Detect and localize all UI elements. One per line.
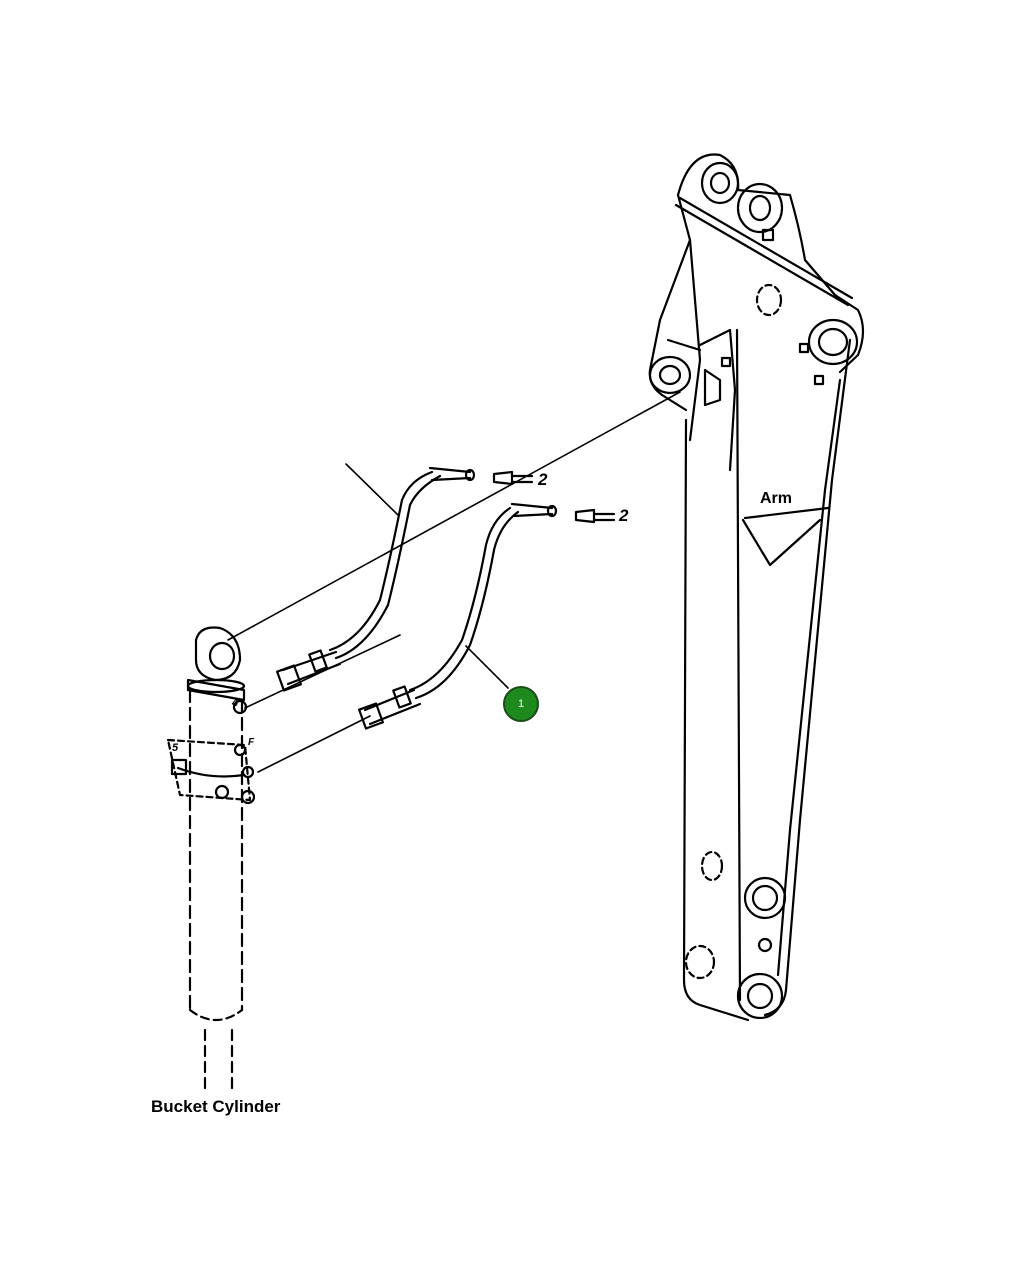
arm-drawing xyxy=(648,153,865,1022)
cylinder-ref-a: 4 xyxy=(232,697,239,709)
hose-upper xyxy=(276,466,476,692)
callout-1-button[interactable]: 1 xyxy=(503,686,539,722)
arm-label: Arm xyxy=(760,490,793,507)
cylinder-ref-b: 5 xyxy=(172,742,179,754)
fitting-ref-bottom: 2 xyxy=(619,506,629,525)
bucket-cylinder-label: Bucket Cylinder xyxy=(151,1097,281,1116)
hose-lower xyxy=(358,502,558,730)
cylinder-ref-c: F xyxy=(248,737,255,748)
callout-number: 1 xyxy=(517,698,525,710)
leader-lines xyxy=(227,391,681,773)
bucket-cylinder-drawing xyxy=(166,626,256,1092)
fitting-ref-top: 2 xyxy=(538,470,548,489)
fittings xyxy=(492,470,616,524)
